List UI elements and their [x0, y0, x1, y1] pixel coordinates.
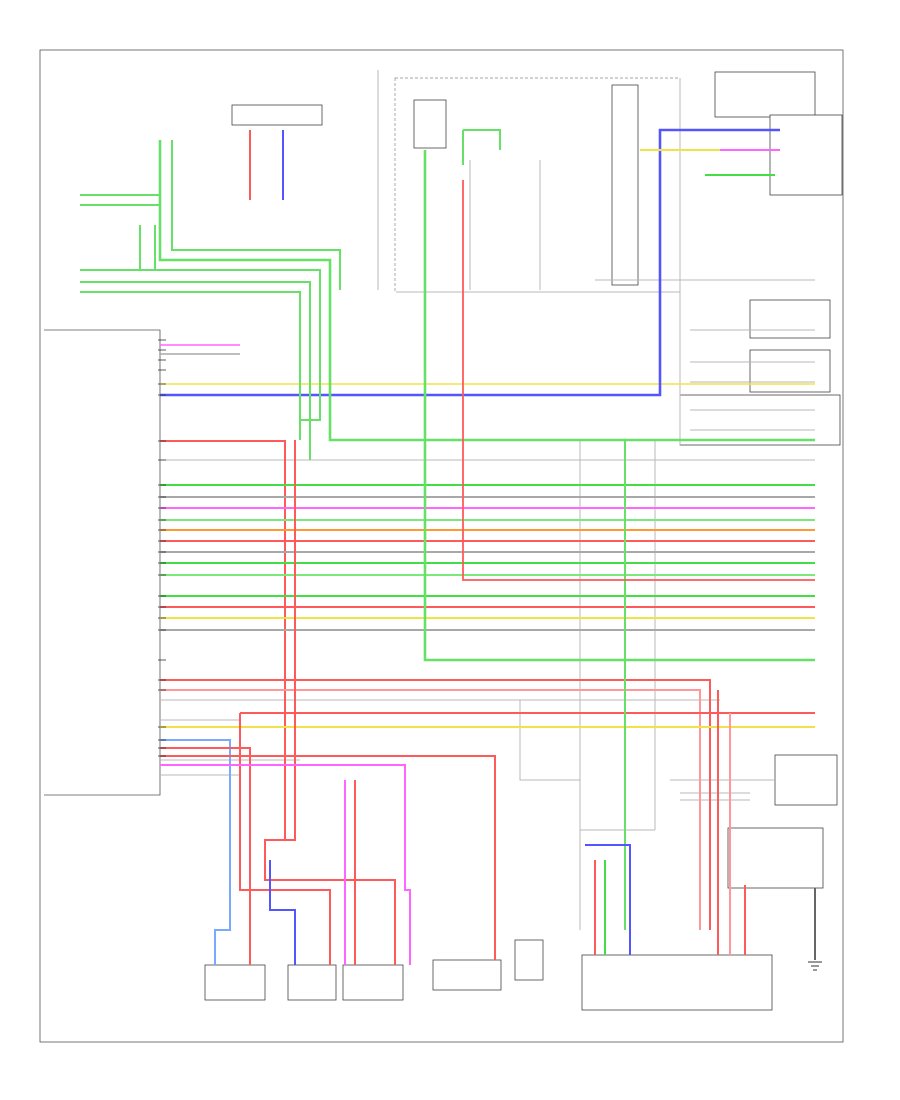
signal-wires: [160, 128, 815, 930]
actuator-wires: [160, 440, 816, 965]
sensor-connector-box: [231, 104, 323, 126]
diagram-border: [39, 49, 844, 1043]
climate-control-unit-outline: [44, 329, 161, 796]
bottom-right-unit: [581, 954, 773, 1011]
red-feed-wire: [462, 180, 815, 581]
actuator-intake: [342, 964, 404, 1001]
right-connector-3: [679, 394, 841, 446]
relay-box-top-left: [413, 99, 447, 149]
bottom-right-relay: [727, 827, 824, 889]
actuator-mode-door: [204, 964, 266, 1001]
grey-wires: [160, 70, 815, 930]
actuator-air-mix: [287, 964, 337, 1001]
connector-ticks: [158, 339, 166, 757]
relay-box-top-right: [611, 84, 639, 286]
blower-module-right: [769, 114, 843, 196]
right-connector-1: [749, 299, 831, 339]
ground-symbol: [808, 961, 822, 971]
bottom-small-component: [514, 939, 544, 981]
right-connector-2: [749, 349, 831, 393]
right-connector-4: [774, 754, 838, 806]
green-harness: [80, 129, 815, 930]
module-top-right: [714, 71, 816, 118]
actuator-sensor: [432, 959, 502, 991]
